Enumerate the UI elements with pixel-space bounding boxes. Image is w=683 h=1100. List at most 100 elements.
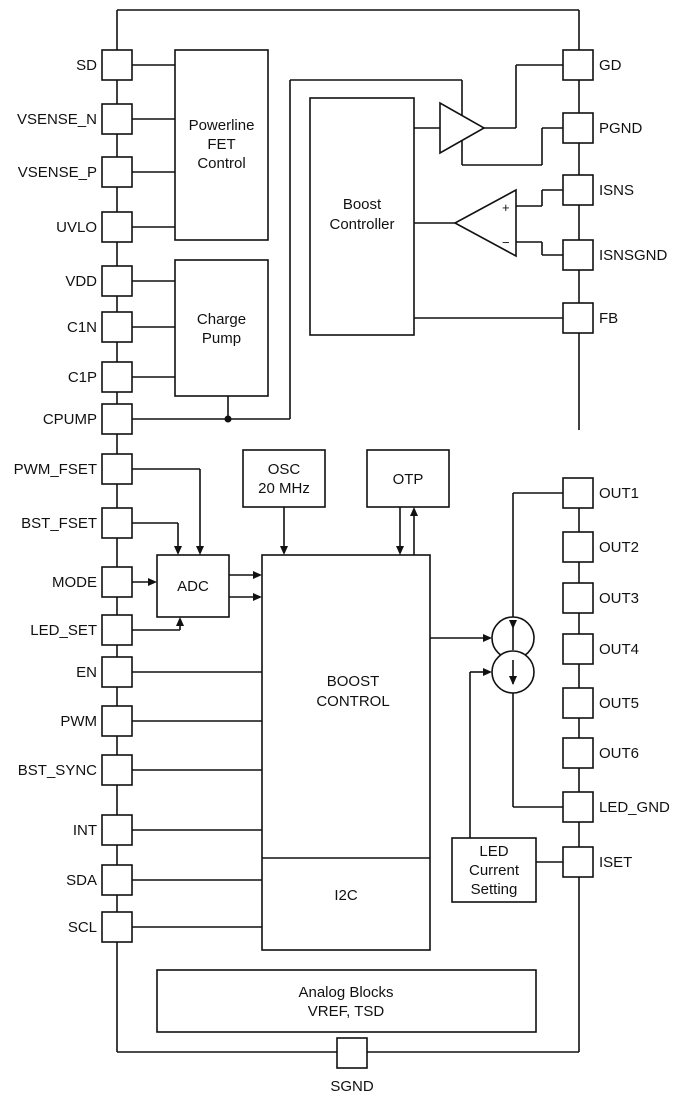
label-en: EN [76, 664, 97, 681]
pin-out4[interactable] [562, 633, 594, 665]
block-labels: Powerline FET Control Charge Pump Boost … [177, 117, 520, 1020]
comparator-plus-sign: + [502, 200, 510, 215]
pin-out1[interactable] [562, 477, 594, 509]
pin-bst-sync[interactable] [101, 754, 133, 786]
label-sda: SDA [66, 872, 97, 889]
pin-gd[interactable] [562, 49, 594, 81]
pin-en[interactable] [101, 656, 133, 688]
powerline-label-line1: Powerline [189, 117, 255, 134]
pin-isns[interactable] [562, 174, 594, 206]
pin-pwm[interactable] [101, 705, 133, 737]
current-sense-comparator [453, 188, 517, 258]
label-scl: SCL [68, 919, 97, 936]
label-sd: SD [76, 57, 97, 74]
label-fb: FB [599, 310, 618, 327]
boost-controller-block [309, 97, 415, 336]
pin-int[interactable] [101, 814, 133, 846]
comparator-minus-sign: − [502, 235, 510, 250]
label-mode: MODE [52, 574, 97, 591]
pin-sd[interactable] [101, 49, 133, 81]
label-bst-fset: BST_FSET [21, 515, 97, 532]
pin-out3[interactable] [562, 582, 594, 614]
led-current-label-line3: Setting [471, 881, 518, 898]
pin-scl[interactable] [101, 911, 133, 943]
left-pin-labels: SD VSENSE_N VSENSE_P UVLO VDD C1N C1P CP… [14, 57, 98, 936]
label-isnsgnd: ISNSGND [599, 247, 668, 264]
i2c-label: I2C [334, 887, 358, 904]
charge-pump-label-line2: Pump [202, 330, 241, 347]
powerline-label-line2: FET [207, 136, 235, 153]
cpump-junction-dot [224, 415, 232, 423]
label-out6: OUT6 [599, 745, 639, 762]
pin-cpump[interactable] [101, 403, 133, 435]
label-uvlo: UVLO [56, 219, 97, 236]
analog-blocks-label-line1: Analog Blocks [298, 984, 393, 1001]
label-pwm-fset: PWM_FSET [14, 461, 97, 478]
pin-sgnd[interactable] [336, 1037, 368, 1069]
arrowheads [148, 507, 517, 685]
boost-control-block [261, 554, 431, 951]
label-gd: GD [599, 57, 622, 74]
pin-sda[interactable] [101, 864, 133, 896]
powerline-fet-control-block [174, 49, 269, 241]
label-out2: OUT2 [599, 539, 639, 556]
pin-out5[interactable] [562, 687, 594, 719]
label-vsense-p: VSENSE_P [18, 164, 97, 181]
charge-pump-label-line1: Charge [197, 311, 246, 328]
label-led-set: LED_SET [30, 622, 97, 639]
label-pgnd: PGND [599, 120, 643, 137]
powerline-label-line3: Control [197, 155, 245, 172]
osc-label-line2: 20 MHz [258, 480, 310, 497]
pin-mode[interactable] [101, 566, 133, 598]
pin-c1p[interactable] [101, 361, 133, 393]
adc-label: ADC [177, 578, 209, 595]
pin-c1n[interactable] [101, 311, 133, 343]
analog-blocks-label-line2: VREF, TSD [308, 1003, 385, 1020]
label-out5: OUT5 [599, 695, 639, 712]
led-current-label-line2: Current [469, 862, 520, 879]
label-c1p: C1P [68, 369, 97, 386]
label-led-gnd: LED_GND [599, 799, 670, 816]
osc-block [242, 449, 326, 508]
pin-out2[interactable] [562, 531, 594, 563]
label-pwm: PWM [60, 713, 97, 730]
otp-block [366, 449, 450, 508]
label-sgnd: SGND [330, 1078, 374, 1095]
right-pins [562, 49, 594, 878]
pin-isnsgnd[interactable] [562, 239, 594, 271]
otp-label: OTP [393, 471, 424, 488]
connection-wires [132, 64, 563, 928]
pin-pgnd[interactable] [562, 112, 594, 144]
pin-pwm-fset[interactable] [101, 453, 133, 485]
pin-bst-fset[interactable] [101, 507, 133, 539]
pin-vdd[interactable] [101, 265, 133, 297]
pin-fb[interactable] [562, 302, 594, 334]
label-isns: ISNS [599, 182, 634, 199]
label-out4: OUT4 [599, 641, 639, 658]
boost-control-label-line2: CONTROL [316, 693, 389, 710]
adc-block [156, 554, 230, 618]
label-cpump: CPUMP [43, 411, 97, 428]
pin-vsense-n[interactable] [101, 103, 133, 135]
label-int: INT [73, 822, 97, 839]
label-vdd: VDD [65, 273, 97, 290]
led-current-label-line1: LED [479, 843, 508, 860]
label-bst-sync: BST_SYNC [18, 762, 97, 779]
label-out1: OUT1 [599, 485, 639, 502]
pin-led-gnd[interactable] [562, 791, 594, 823]
led-current-setting-block [451, 837, 537, 903]
label-out3: OUT3 [599, 590, 639, 607]
boost-controller-label-line1: Boost [343, 196, 382, 213]
boost-controller-label-line2: Controller [329, 216, 394, 233]
pin-vsense-p[interactable] [101, 156, 133, 188]
label-c1n: C1N [67, 319, 97, 336]
pin-uvlo[interactable] [101, 211, 133, 243]
pin-out6[interactable] [562, 737, 594, 769]
pin-led-set[interactable] [101, 614, 133, 646]
osc-label-line1: OSC [268, 461, 301, 478]
pin-iset[interactable] [562, 846, 594, 878]
label-vsense-n: VSENSE_N [17, 111, 97, 128]
charge-pump-block [174, 259, 269, 397]
boost-control-label-line1: BOOST [327, 673, 380, 690]
